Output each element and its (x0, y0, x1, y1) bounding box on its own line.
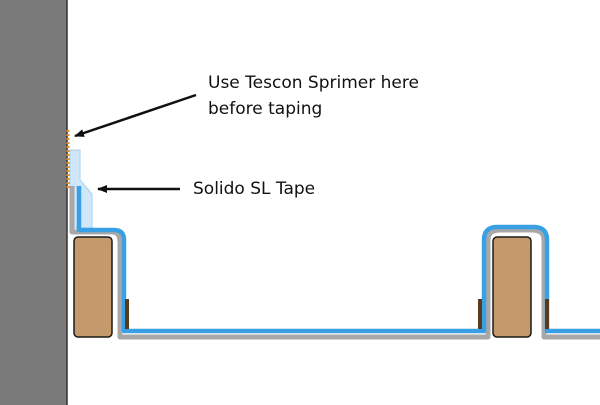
primer-label-line2: before taping (208, 99, 322, 119)
fastener-right-inner (478, 299, 482, 329)
timber-block-left (73, 236, 113, 338)
timber-block-right (492, 236, 532, 338)
fastener-right-outer (545, 299, 549, 329)
primer-arrow (74, 93, 197, 138)
wall (0, 0, 67, 405)
fastener-left (125, 299, 129, 329)
membrane-underlayer (69, 186, 600, 340)
tape-label: Solido SL Tape (193, 179, 315, 199)
primer-label-line1: Use Tescon Sprimer here (208, 73, 419, 93)
membrane (76, 186, 600, 334)
